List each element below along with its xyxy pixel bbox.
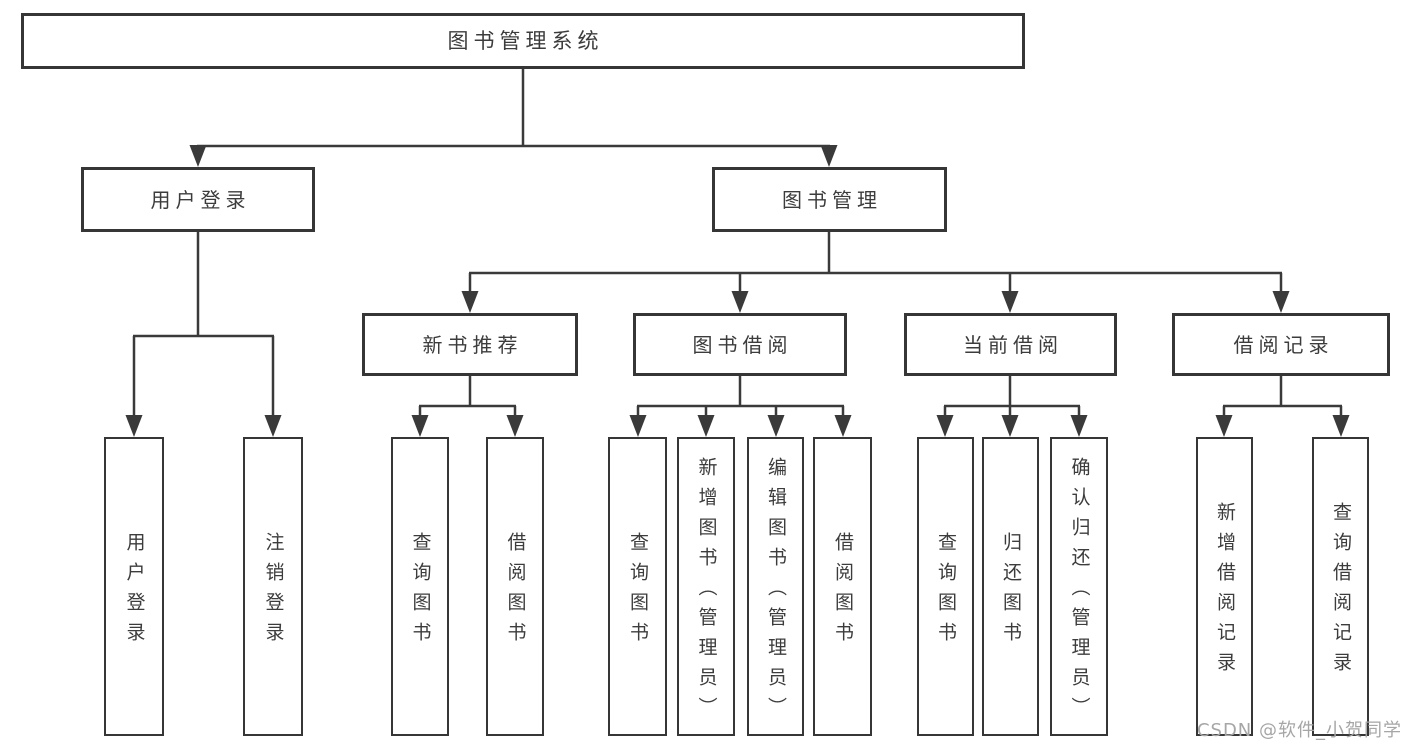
node-label: 借阅图书 <box>832 532 854 652</box>
node-label: 用户登录 <box>123 532 146 652</box>
node-label: 注销登录 <box>262 532 285 652</box>
leaf-return-book: 归还图书 <box>982 437 1039 736</box>
arrowhead-down-icon <box>189 145 207 167</box>
node-label: 编辑图书（管理员） <box>765 457 787 727</box>
node-label: 借阅图书 <box>504 532 527 652</box>
leaf-edit-book-admin: 编辑图书（管理员） <box>747 437 804 736</box>
node-label: 查询图书 <box>409 532 432 652</box>
connector-root-to-level1 <box>189 69 838 167</box>
leaf-borrow-books: 借阅图书 <box>813 437 872 736</box>
connector-borrow-records-to-leaves <box>1215 376 1350 437</box>
node-label: 借阅记录 <box>1233 332 1334 357</box>
node-label: 新增借阅记录 <box>1214 502 1236 682</box>
node-library-system: 图书管理系统 <box>21 13 1025 69</box>
arrowhead-down-icon <box>125 415 143 437</box>
connector-current-borrow-to-leaves <box>936 376 1088 437</box>
arrowhead-down-icon <box>1001 291 1019 313</box>
leaf-query-books-borrow: 查询图书 <box>608 437 667 736</box>
leaf-add-book-admin: 新增图书（管理员） <box>677 437 735 736</box>
arrowhead-down-icon <box>1332 415 1350 437</box>
arrowhead-down-icon <box>506 415 524 437</box>
arrowhead-down-icon <box>731 291 749 313</box>
node-label: 新增图书（管理员） <box>695 457 718 727</box>
node-label: 图书管理系统 <box>447 28 604 53</box>
node-label: 确认归还（管理员） <box>1068 457 1091 727</box>
connector-new-book-to-leaves <box>411 376 524 437</box>
node-book-borrow: 图书借阅 <box>633 313 847 376</box>
watermark: CSDN @软件_小贺同学 <box>1196 720 1402 741</box>
node-borrow-records: 借阅记录 <box>1172 313 1390 376</box>
node-current-borrow: 当前借阅 <box>904 313 1117 376</box>
leaf-user-login: 用户登录 <box>104 437 164 736</box>
leaf-logout: 注销登录 <box>243 437 303 736</box>
node-label: 查询借阅记录 <box>1330 502 1352 682</box>
arrowhead-down-icon <box>264 415 282 437</box>
leaf-borrow-books-recommend: 借阅图书 <box>486 437 544 736</box>
arrowhead-down-icon <box>411 415 429 437</box>
node-label: 用户登录 <box>150 187 251 212</box>
leaf-query-books-recommend: 查询图书 <box>391 437 449 736</box>
arrowhead-down-icon <box>697 415 715 437</box>
node-label: 当前借阅 <box>963 332 1063 357</box>
connector-user-login-to-leaves <box>125 232 282 437</box>
arrowhead-down-icon <box>936 415 954 437</box>
node-label: 图书借阅 <box>692 332 793 357</box>
node-label: 查询图书 <box>627 532 649 652</box>
arrowhead-down-icon <box>629 415 647 437</box>
node-book-management: 图书管理 <box>712 167 947 232</box>
arrowhead-down-icon <box>767 415 785 437</box>
node-label: 图书管理 <box>782 187 882 212</box>
leaf-confirm-return-admin: 确认归还（管理员） <box>1050 437 1108 736</box>
node-label: 查询图书 <box>935 532 957 652</box>
arrowhead-down-icon <box>461 291 479 313</box>
leaf-query-books-current: 查询图书 <box>917 437 974 736</box>
connector-book-management-to-level2 <box>461 232 1290 313</box>
node-label: 归还图书 <box>1000 532 1022 652</box>
node-label: 新书推荐 <box>422 332 523 357</box>
node-user-login: 用户登录 <box>81 167 315 232</box>
connector-book-borrow-to-leaves <box>629 376 852 437</box>
arrowhead-down-icon <box>1272 291 1290 313</box>
leaf-query-borrow-record: 查询借阅记录 <box>1312 437 1369 736</box>
leaf-add-borrow-record: 新增借阅记录 <box>1196 437 1253 736</box>
node-new-book-recommend: 新书推荐 <box>362 313 578 376</box>
arrowhead-down-icon <box>820 145 838 167</box>
arrowhead-down-icon <box>834 415 852 437</box>
arrowhead-down-icon <box>1070 415 1088 437</box>
arrowhead-down-icon <box>1001 415 1019 437</box>
arrowhead-down-icon <box>1215 415 1233 437</box>
